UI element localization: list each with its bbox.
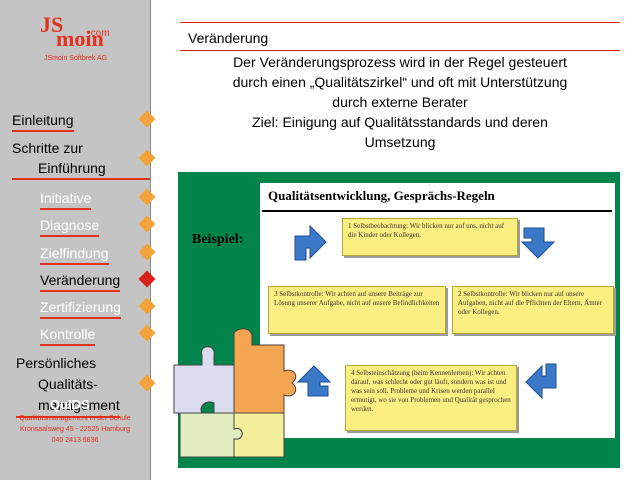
example-title-rule [262,210,612,212]
nav-subitem-zielfindung[interactable]: Zielfindung [40,243,109,265]
slide-body-line3: durch externe Berater [332,94,468,110]
cycle-arrow-icon [520,227,556,259]
nav-item-persoenliches-l1: Persönliches [16,355,97,371]
slide-title: Veränderung [188,30,269,46]
footer-line3: 040 2413 6836 [51,437,99,444]
nav-item-schritte-label1: Schritte zur [12,140,83,156]
nav-subitem-zertifizierung[interactable]: Zertifizierung [40,297,121,319]
slide-body-line1: Der Veränderungsprozess wird in der Rege… [233,54,567,70]
nav-item-schritte-label2: Einführung [12,158,150,180]
title-top-rule [180,22,620,23]
rule-box-2: 2 Selbstkontrolle: Wir blicken nur auf u… [452,286,614,334]
sidebar: JS moin .com JSmoin Softbrek AG [0,0,151,480]
nav-subitem-kontrolle[interactable]: Kontrolle [40,324,96,346]
rule-box-3: 3 Selbstkontrolle: Wir achten auf unsere… [268,286,446,334]
nav-item-einleitung-label: Einleitung [12,112,74,128]
nav-subitem-diagnose[interactable]: Diagnose [40,215,100,237]
logo-com-text: .com [88,28,110,39]
slide-body-line5: Umsetzung [364,134,436,150]
nav-item-persoenliches[interactable]: Persönliches Qualitäts- management [16,353,120,418]
cycle-arrow-icon [294,224,327,261]
nav-item-schritte[interactable]: Schritte zur Einführung [12,138,150,180]
nav-item-persoenliches-l2: Qualitäts- [38,376,98,392]
rule-box-4: 4 Selbsteinschätzung (beim Kennenlernen)… [345,365,517,431]
footer-line2: Kronsaalsweg 45 - 22525 Hamburg [19,426,131,433]
cycle-arrow-icon [525,363,557,400]
nav-item-einleitung[interactable]: Einleitung [12,110,74,132]
logo-moin-text: moin [56,26,104,51]
slide-body: Der Veränderungsprozess wird in der Rege… [180,52,620,152]
nav-item-persoenliches-l3: management [16,395,120,418]
example-label: Beispiel: [192,232,244,247]
slide-body-line2: durch einen „Qualitätszirkel“ und oft mi… [232,74,568,90]
logo-subtitle: JSmoin Softbrek AG [44,55,108,62]
puzzle-icon [173,328,297,458]
logo-js-text: JS [40,12,64,37]
footer-title: QuIDS [50,397,90,412]
nav-subitem-initiative[interactable]: Initiative [40,188,92,210]
title-bottom-rule [180,50,620,51]
footer-line1: Qualitätsmanagement in der Schule [19,415,131,422]
slide-body-line4: Ziel: Einigung auf Qualitätsstandards un… [252,114,548,130]
example-title: Qualitätsentwicklung, Gesprächs-Regeln [268,188,495,203]
rule-box-1: 1 Selbstbeobachtung: Wir blicken nur auf… [342,218,518,256]
nav-subitem-veraenderung[interactable]: Veränderung [40,270,121,292]
cycle-arrow-icon [296,365,332,397]
